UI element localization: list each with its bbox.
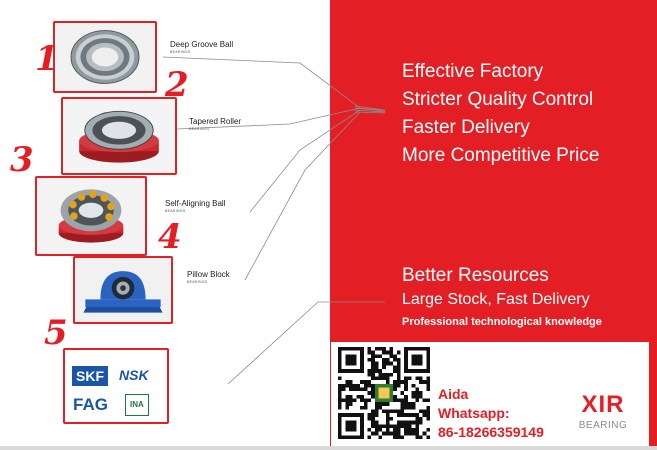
qr-code-icon[interactable]	[338, 347, 430, 439]
slogan-item: Faster Delivery	[402, 117, 530, 138]
brand-logos: SKF NSK FAG INA	[65, 350, 167, 422]
product-label-sub: BEARINGS	[170, 50, 191, 54]
product-label-text: Tapered Roller	[189, 117, 242, 126]
product-label-1: Deep Groove Ball BEARINGS	[170, 40, 233, 54]
product-number-2: 2	[165, 65, 189, 105]
slogan-item: Effective Factory	[402, 61, 544, 82]
product-number-3: 3	[10, 140, 34, 180]
xir-logo-icon: XIR BEARING	[570, 392, 636, 440]
product-card-tapered-roller[interactable]	[61, 97, 177, 175]
whatsapp-label: Whatsapp:	[438, 405, 510, 421]
brand-nsk: NSK	[119, 367, 149, 383]
slogan-list: Effective Factory Stricter Quality Contr…	[402, 58, 599, 170]
phone-number[interactable]: 86-18266359149	[438, 424, 544, 440]
slogan-item: More Competitive Price	[402, 145, 600, 166]
product-label-text: Pillow Block	[187, 270, 230, 279]
product-number-1: 1	[35, 39, 59, 79]
product-label-sub: BEARINGS	[189, 127, 210, 131]
brand-fag: FAG	[73, 395, 108, 414]
resources-title: Better Resources	[402, 265, 549, 286]
product-label-sub: BEARINGS	[187, 280, 208, 284]
slogan-item: Stricter Quality Control	[402, 89, 594, 110]
product-card-deep-groove-ball[interactable]	[53, 21, 157, 93]
product-number-5: 5	[44, 313, 68, 353]
product-label-2: Tapered Roller BEARINGS	[189, 117, 241, 131]
product-label-sub: BEARINGS	[165, 209, 186, 213]
resources-line-1: Large Stock, Fast Delivery	[402, 291, 590, 308]
resources-block: Better Resources Large Stock, Fast Deliv…	[402, 264, 602, 330]
product-label-text: Self-Aligning Ball	[165, 199, 226, 208]
product-card-pillow-block[interactable]	[73, 256, 173, 324]
logo-text: BEARING	[578, 420, 628, 431]
resources-line-2: Professional technological knowledge	[402, 316, 602, 328]
product-card-self-aligning-ball[interactable]	[35, 176, 147, 256]
product-label-4: Pillow Block BEARINGS	[187, 270, 230, 284]
contact-name: Aida	[438, 386, 469, 402]
bottom-strip	[0, 446, 657, 450]
logo-mark: XIR	[581, 391, 625, 418]
product-label-text: Deep Groove Ball	[170, 40, 234, 49]
deep-groove-ball-bearing-image	[55, 23, 155, 91]
product-number-4: 4	[158, 217, 182, 257]
product-card-brands[interactable]: SKF NSK FAG INA	[63, 348, 169, 424]
self-aligning-ball-bearing-image	[37, 178, 145, 254]
pillow-block-bearing-image	[75, 258, 171, 322]
contact-info: Aida Whatsapp: 86-18266359149	[438, 385, 544, 442]
product-label-3: Self-Aligning Ball BEARINGS	[165, 199, 225, 213]
brand-skf: SKF	[72, 366, 108, 386]
contact-box: Aida Whatsapp: 86-18266359149	[331, 342, 649, 446]
tapered-roller-bearing-image	[63, 99, 175, 173]
brand-ina: INA	[125, 394, 149, 416]
